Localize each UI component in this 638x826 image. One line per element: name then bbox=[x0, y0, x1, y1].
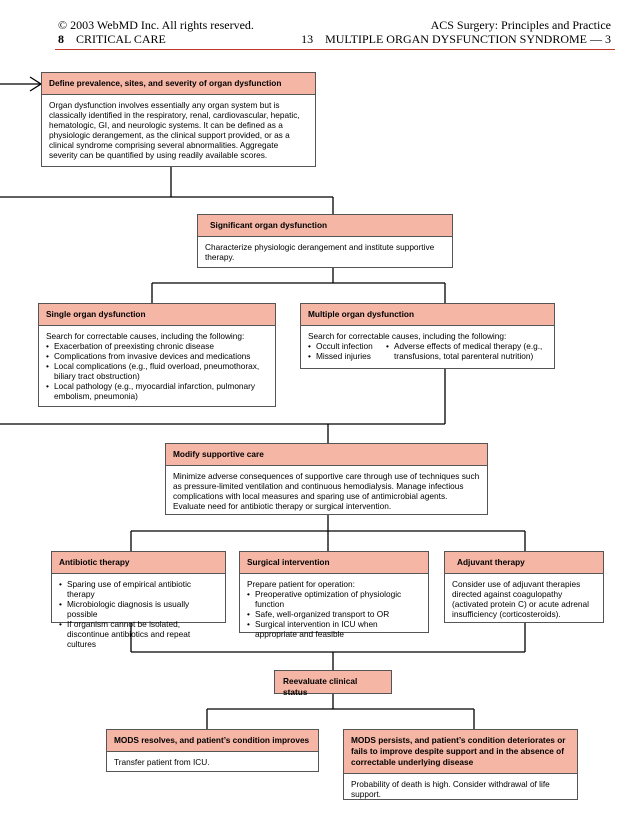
single-organ-item: Local complications (e.g., fluid overloa… bbox=[46, 361, 268, 381]
multiple-organ-item: Occult infection bbox=[308, 341, 380, 351]
surgical-intervention-title: Surgical intervention bbox=[240, 552, 428, 574]
single-organ-title: Single organ dysfunction bbox=[39, 304, 275, 326]
copyright-notice: © 2003 WebMD Inc. All rights reserved. bbox=[58, 18, 254, 32]
significant-dysfunction-box: Significant organ dysfunction Characteri… bbox=[197, 214, 453, 268]
multiple-organ-item: Missed injuries bbox=[308, 351, 380, 361]
book-title: ACS Surgery: Principles and Practice bbox=[430, 18, 611, 32]
section-title: CRITICAL CARE bbox=[76, 32, 166, 46]
chapter-heading: 13 MULTIPLE ORGAN DYSFUNCTION SYNDROME —… bbox=[301, 32, 611, 47]
multiple-organ-intro: Search for correctable causes, including… bbox=[308, 331, 507, 341]
single-organ-intro: Search for correctable causes, including… bbox=[46, 331, 245, 341]
surgical-intervention-box: Surgical intervention Prepare patient fo… bbox=[239, 551, 429, 639]
mods-persists-title: MODS persists, and patient’s condition d… bbox=[344, 730, 577, 774]
mods-resolves-text: Transfer patient from ICU. bbox=[114, 757, 210, 767]
adjuvant-therapy-title: Adjuvant therapy bbox=[445, 552, 603, 574]
multiple-organ-box: Multiple organ dysfunction Search for co… bbox=[300, 303, 555, 369]
surgical-intervention-body: Prepare patient for operation: Preoperat… bbox=[240, 574, 428, 644]
single-organ-box: Single organ dysfunction Search for corr… bbox=[38, 303, 276, 407]
header-rule bbox=[55, 49, 615, 50]
antibiotic-therapy-item: Microbiologic diagnosis is usually possi… bbox=[59, 599, 218, 619]
mods-resolves-box: MODS resolves, and patient’s condition i… bbox=[106, 729, 319, 772]
single-organ-item: Local pathology (e.g., myocardial infarc… bbox=[46, 381, 268, 401]
reevaluate-status-title: Reevaluate clinical status bbox=[283, 676, 358, 697]
chapter-title: MULTIPLE ORGAN DYSFUNCTION SYNDROME bbox=[325, 32, 587, 46]
mods-persists-text: Probability of death is high. Consider w… bbox=[351, 779, 550, 799]
mods-resolves-title: MODS resolves, and patient’s condition i… bbox=[107, 730, 318, 752]
reevaluate-status-box: Reevaluate clinical status bbox=[274, 670, 392, 697]
antibiotic-therapy-title: Antibiotic therapy bbox=[52, 552, 225, 574]
page-separator: — bbox=[590, 32, 602, 46]
define-dysfunction-box: Define prevalence, sites, and severity o… bbox=[41, 72, 316, 167]
multiple-organ-body: Search for correctable causes, including… bbox=[301, 326, 554, 366]
surgical-intervention-item: Safe, well-organized transport to OR bbox=[247, 609, 421, 619]
single-organ-body: Search for correctable causes, including… bbox=[39, 326, 275, 406]
antibiotic-therapy-item: If organism cannot be isolated, disconti… bbox=[59, 619, 218, 649]
antibiotic-therapy-box: Antibiotic therapy Sparing use of empiri… bbox=[51, 551, 226, 649]
significant-dysfunction-text: Characterize physiologic derangement and… bbox=[205, 242, 435, 262]
modify-care-title: Modify supportive care bbox=[166, 444, 487, 466]
single-organ-item: Exacerbation of preexisting chronic dise… bbox=[46, 341, 268, 351]
antibiotic-therapy-body: Sparing use of empirical antibiotic ther… bbox=[52, 574, 225, 654]
surgical-intervention-item: Preoperative optimization of physiologic… bbox=[247, 589, 421, 609]
adjuvant-therapy-box: Adjuvant therapy Consider use of adjuvan… bbox=[444, 551, 604, 623]
modify-care-box: Modify supportive care Minimize adverse … bbox=[165, 443, 488, 515]
define-dysfunction-text: Organ dysfunction involves essentially a… bbox=[49, 100, 300, 160]
section-number: 8 bbox=[58, 32, 64, 46]
chapter-number: 13 bbox=[301, 32, 314, 46]
single-organ-item: Complications from invasive devices and … bbox=[46, 351, 268, 361]
mods-persists-box: MODS persists, and patient’s condition d… bbox=[343, 729, 578, 800]
multiple-organ-title: Multiple organ dysfunction bbox=[301, 304, 554, 326]
adjuvant-therapy-text: Consider use of adjuvant therapies direc… bbox=[452, 579, 589, 619]
page-number: 3 bbox=[605, 32, 611, 46]
section-heading: 8 CRITICAL CARE bbox=[58, 32, 166, 47]
multiple-organ-item: Adverse effects of medical therapy (e.g.… bbox=[386, 341, 547, 361]
modify-care-text: Minimize adverse consequences of support… bbox=[173, 471, 480, 511]
significant-dysfunction-title: Significant organ dysfunction bbox=[198, 215, 452, 237]
surgical-intervention-item: Surgical intervention in ICU when approp… bbox=[247, 619, 421, 639]
surgical-intervention-intro: Prepare patient for operation: bbox=[247, 579, 355, 589]
define-dysfunction-title: Define prevalence, sites, and severity o… bbox=[42, 73, 315, 95]
antibiotic-therapy-item: Sparing use of empirical antibiotic ther… bbox=[59, 579, 218, 599]
